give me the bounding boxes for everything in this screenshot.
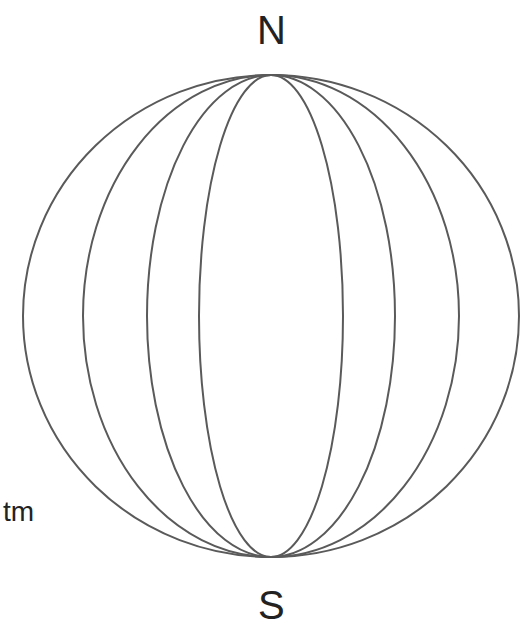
pole-label: S: [258, 585, 285, 625]
meridian-line: [83, 75, 459, 557]
globe-outline: [23, 75, 519, 557]
cut-off-text: tm: [3, 498, 34, 526]
meridian-line: [147, 75, 395, 557]
pole-label: N: [257, 10, 286, 50]
meridian-line: [199, 75, 343, 557]
